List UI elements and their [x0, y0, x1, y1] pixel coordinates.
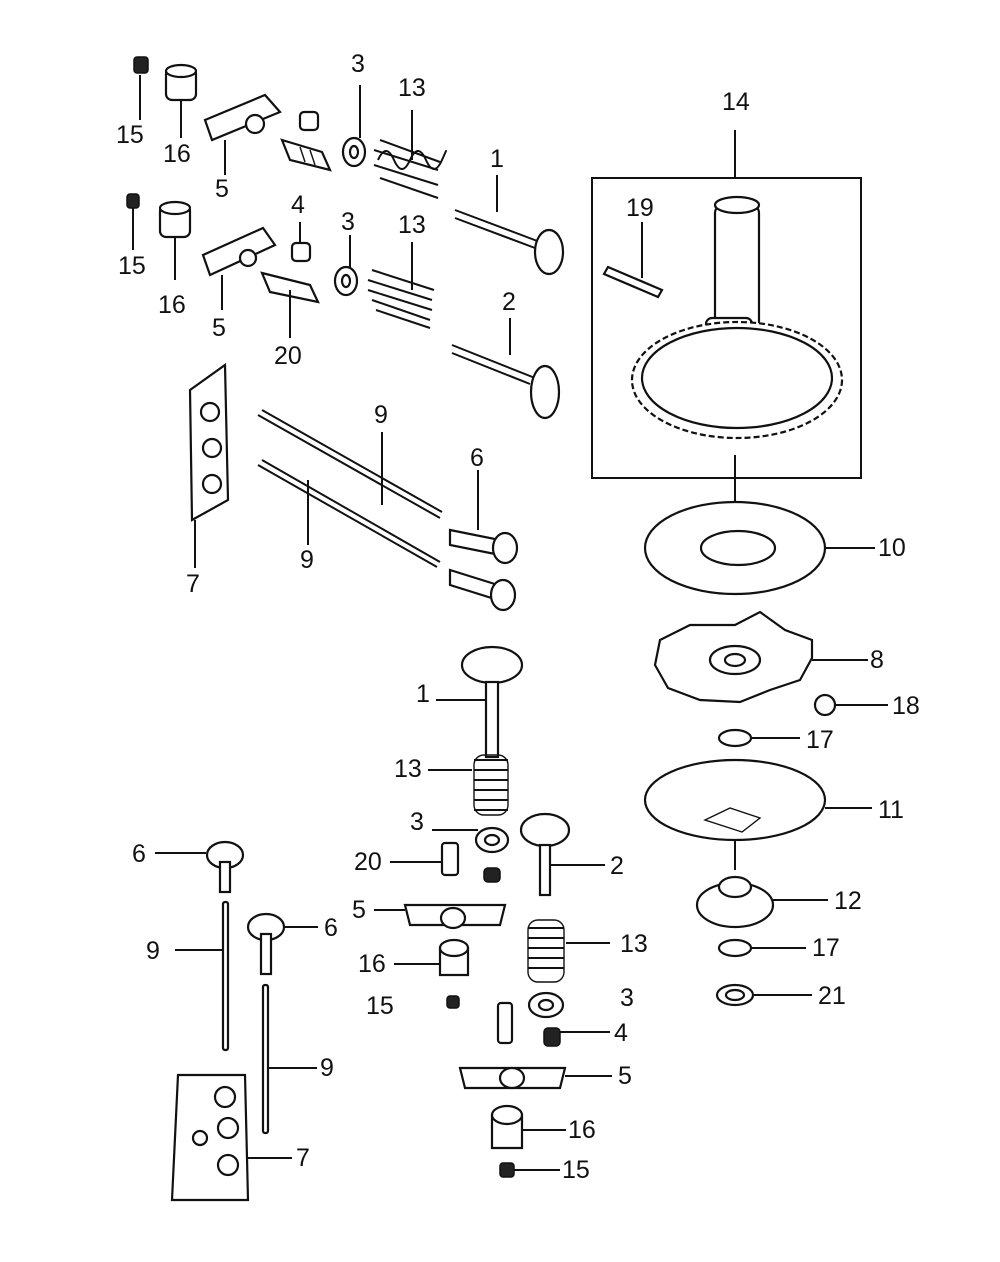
- label-7-b: 7: [296, 1144, 310, 1172]
- part-1-valve: [454, 209, 565, 276]
- part-9-pushrod-bl-right: [261, 983, 270, 1135]
- rocker-assembly-lower: [126, 193, 561, 420]
- label-16-b: 16: [158, 291, 186, 319]
- label-8: 8: [870, 646, 884, 674]
- part-9-pushrod-upper: [257, 409, 443, 519]
- label-5-d: 5: [618, 1062, 632, 1090]
- part-3-retainer-center: [474, 826, 510, 854]
- label-15-a: 15: [116, 121, 144, 149]
- part-5-rocker-center-upper: [403, 903, 507, 930]
- label-6-a: 6: [470, 444, 484, 472]
- label-3-b: 3: [341, 208, 355, 236]
- part-2-valve-center: [519, 812, 571, 897]
- part-15-nut-center-lower: [499, 1162, 515, 1178]
- part-20-adjuster: [280, 138, 332, 172]
- label-13-c: 13: [394, 755, 422, 783]
- part-8-governor-plate: [653, 610, 814, 704]
- part-3-retainer-center-lower: [527, 991, 565, 1019]
- label-20-a: 20: [274, 342, 302, 370]
- part-5-rocker-arm: [203, 93, 282, 142]
- label-19: 19: [626, 194, 654, 222]
- part-21-washer: [715, 983, 755, 1007]
- label-1-b: 1: [416, 680, 430, 708]
- part-9-pushrod-lower: [257, 459, 441, 568]
- part-20-adjuster-center: [440, 841, 460, 877]
- part-15-nut-center: [446, 995, 460, 1009]
- label-12: 12: [834, 887, 862, 915]
- part-13-spring: [373, 139, 447, 199]
- part-10-washer: [643, 500, 827, 596]
- part-1-valve-center: [460, 645, 524, 759]
- label-6-b: 6: [132, 840, 146, 868]
- label-16-a: 16: [163, 140, 191, 168]
- part-15-nut: [133, 56, 149, 74]
- label-10: 10: [878, 534, 906, 562]
- label-3-c: 3: [410, 808, 424, 836]
- label-4-b: 4: [614, 1019, 628, 1047]
- label-9-c: 9: [146, 937, 160, 965]
- part-11-cup: [643, 758, 827, 842]
- label-15-b: 15: [118, 252, 146, 280]
- label-14: 14: [722, 88, 750, 116]
- part-9-pushrod-bl-left: [221, 900, 230, 1052]
- part-19-pin: [602, 265, 664, 299]
- label-1-a: 1: [490, 145, 504, 173]
- part-6-tappet-upper: [448, 528, 519, 565]
- part-17-clip-upper: [717, 728, 753, 748]
- label-16-d: 16: [568, 1116, 596, 1144]
- part-4-cap: [298, 110, 320, 132]
- label-2-a: 2: [502, 288, 516, 316]
- part-4-cap-center: [483, 867, 501, 883]
- label-13-d: 13: [620, 930, 648, 958]
- label-15-d: 15: [562, 1156, 590, 1184]
- part-13-spring-center: [473, 754, 509, 816]
- label-7-a: 7: [186, 570, 200, 598]
- part-16-pivot: [164, 63, 198, 102]
- part-7-bracket-upper: [188, 362, 230, 522]
- label-13-a: 13: [398, 74, 426, 102]
- part-6-tappet-bl-lower: [246, 912, 286, 976]
- part-16-pivot-center: [438, 938, 470, 977]
- rocker-assembly-upper: [133, 56, 565, 276]
- label-6-c: 6: [324, 914, 338, 942]
- camshaft-gear-box: [591, 130, 862, 548]
- label-21: 21: [818, 982, 846, 1010]
- label-3-d: 3: [620, 984, 634, 1012]
- part-7-bracket-lower: [170, 1073, 250, 1202]
- part-12-sleeve: [695, 875, 775, 929]
- label-16-c: 16: [358, 950, 386, 978]
- label-15-c: 15: [366, 992, 394, 1020]
- label-9-a: 9: [374, 401, 388, 429]
- part-5-rocker-center-lower: [458, 1066, 567, 1090]
- label-5-c: 5: [352, 896, 366, 924]
- label-3-a: 3: [351, 50, 365, 78]
- part-17-clip-lower: [717, 938, 753, 958]
- part-16-pivot-center-lower: [490, 1104, 524, 1150]
- label-4-a: 4: [291, 191, 305, 219]
- part-3-retainer: [341, 136, 367, 168]
- label-9-b: 9: [300, 546, 314, 574]
- label-11: 11: [878, 796, 904, 824]
- label-2-b: 2: [610, 852, 624, 880]
- part-6-tappet-lower: [448, 568, 517, 612]
- label-9-d: 9: [320, 1054, 334, 1082]
- part-18-ball: [813, 693, 837, 717]
- label-5-a: 5: [215, 175, 229, 203]
- label-13-b: 13: [398, 211, 426, 239]
- part-6-tappet-bl-upper: [205, 840, 245, 894]
- part-4-cap-center-lower: [543, 1027, 561, 1047]
- label-17-a: 17: [806, 726, 834, 754]
- label-5-b: 5: [212, 314, 226, 342]
- label-18: 18: [892, 692, 920, 720]
- part-20-adjuster-center-lower: [496, 1001, 514, 1045]
- label-20-b: 20: [354, 848, 382, 876]
- part-13-spring-center-lower: [527, 919, 565, 983]
- label-17-b: 17: [812, 934, 840, 962]
- part-14-cam-gear: [630, 320, 844, 440]
